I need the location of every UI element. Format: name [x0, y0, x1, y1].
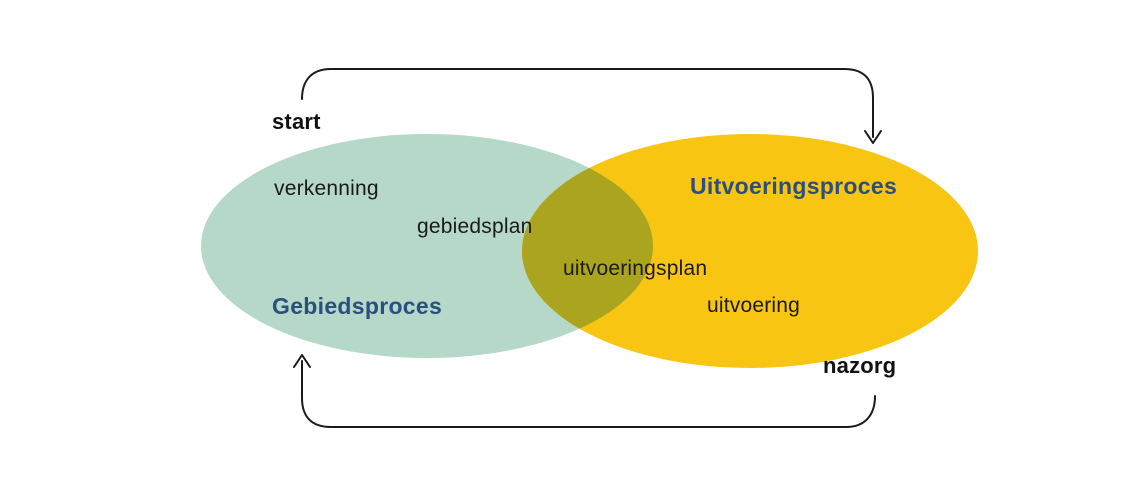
top-cycle-arrow-line: [301, 68, 874, 138]
right-ellipse-title: Uitvoeringsproces: [690, 173, 898, 199]
bottom-arrowhead-up-icon: [293, 354, 311, 368]
left-ellipse-title: Gebiedsproces: [272, 293, 443, 319]
nazorg-label: nazorg: [823, 353, 897, 378]
start-label: start: [272, 109, 321, 134]
top-arrowhead-down-icon: [864, 130, 882, 144]
phase-label-uitvoeringsplan: uitvoeringsplan: [563, 257, 708, 280]
phase-label-verkenning: verkenning: [274, 177, 379, 200]
phase-label-gebiedsplan: gebiedsplan: [417, 215, 533, 238]
bottom-cycle-arrow-line: [301, 360, 876, 428]
left-ellipse-gebiedsproces: [201, 134, 653, 358]
phase-label-uitvoering: uitvoering: [707, 294, 801, 317]
right-ellipse-uitvoeringsproces: [522, 134, 978, 368]
